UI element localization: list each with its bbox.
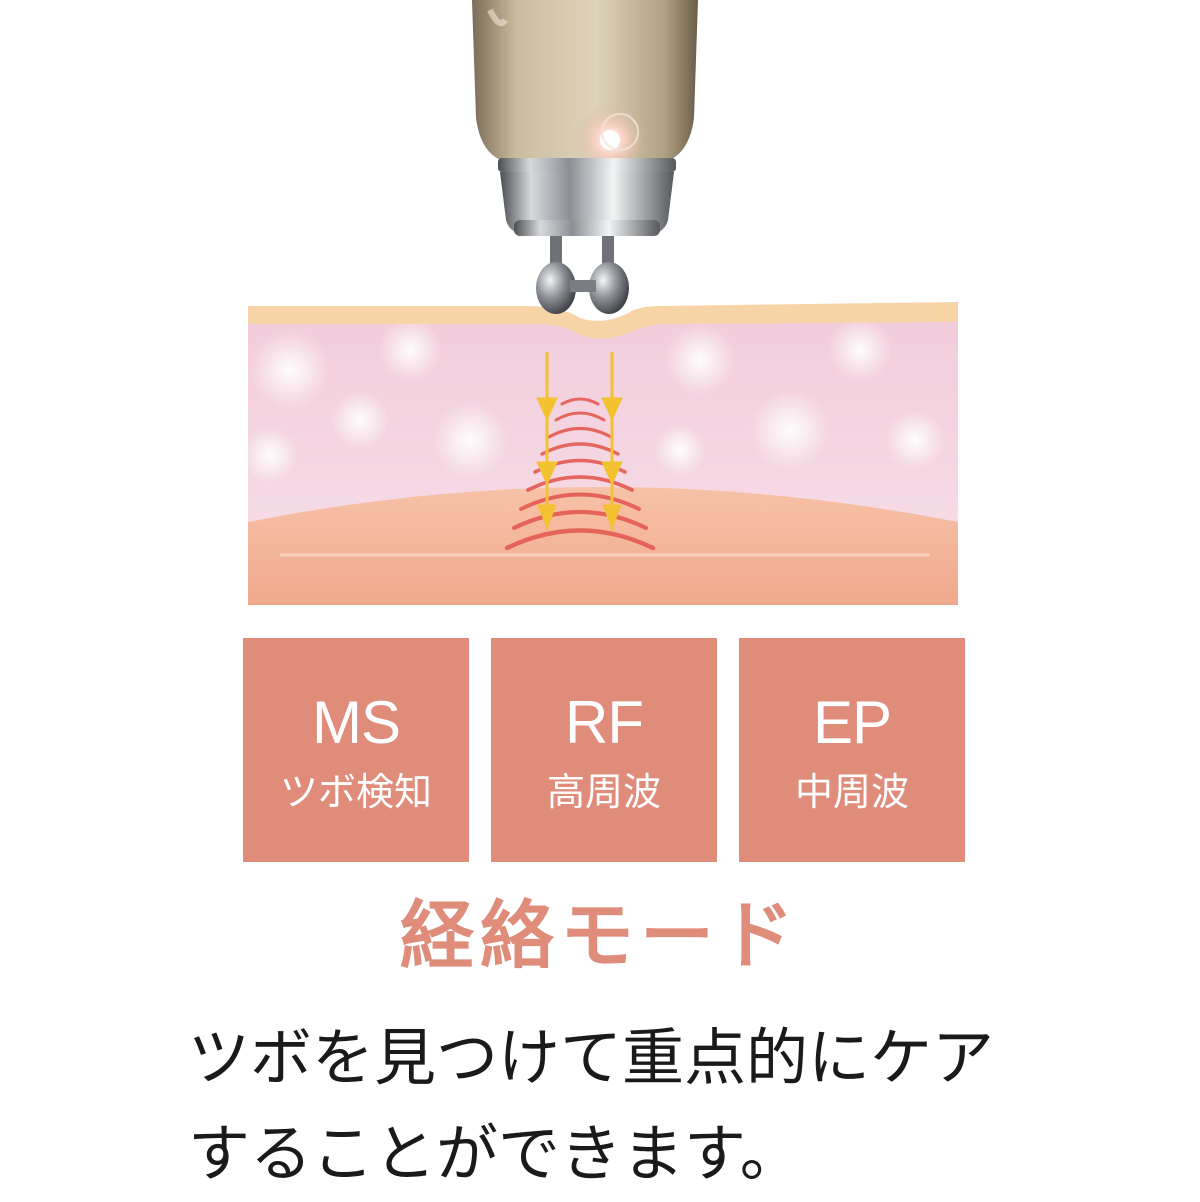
mode-boxes: MS ツボ検知 RF 高周波 EP 中周波 [243,638,965,862]
mode-label: 高周波 [546,770,661,814]
energy-arrow-icon [601,352,623,530]
description-text: ツボを見つけて重点的にケア することができます。 [188,1010,1088,1202]
subcutis-layer [248,487,958,605]
energy-arrow-icon [536,352,558,530]
mode-box-ms: MS ツボ検知 [243,638,469,862]
dermis-highlights [242,318,945,483]
mode-code: EP [812,689,892,756]
electrode-roller-icon [536,262,576,314]
mode-label: 中周波 [794,770,909,814]
beauty-device-head-icon [472,0,698,314]
mode-label: ツボ検知 [279,770,432,814]
skin-cross-section-illustration [242,0,958,605]
mode-code: RF [565,689,644,756]
mode-box-rf: RF 高周波 [491,638,717,862]
description-line-2: することができます。 [188,1117,802,1190]
mode-box-ep: EP 中周波 [739,638,965,862]
mode-title: 経絡モード [400,893,800,979]
electrode-roller-icon [589,262,629,314]
description-line-1: ツボを見つけて重点的にケア [188,1021,995,1094]
mode-code: MS [312,689,401,756]
skin-surface [248,302,958,339]
